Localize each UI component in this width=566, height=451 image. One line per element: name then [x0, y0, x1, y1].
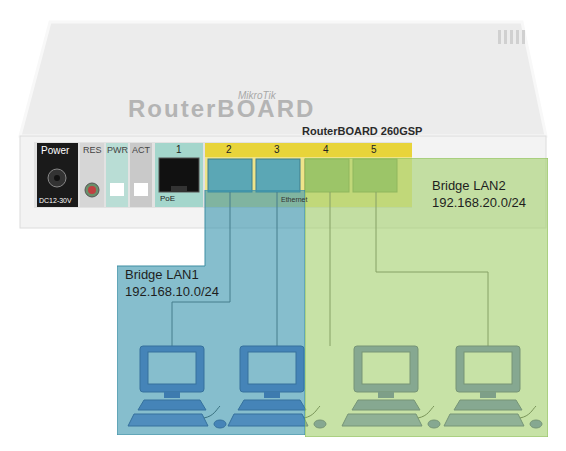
- ethernet-label: Ethernet: [281, 196, 307, 204]
- reset-panel: [80, 143, 104, 207]
- port-number: 2: [226, 144, 232, 155]
- region-shape: [117, 190, 305, 435]
- ethernet-port: [159, 158, 199, 192]
- act-panel: [130, 143, 152, 207]
- vent-slots: [498, 30, 525, 44]
- voltage-label: DC12-30V: [39, 197, 72, 205]
- port-number: 4: [323, 144, 329, 155]
- subnet-address: 192.168.10.0/24: [125, 284, 219, 299]
- bridge-region: Bridge LAN2 192.168.20.0/24: [305, 158, 548, 437]
- model-name: RouterBOARD 260GSP: [302, 125, 422, 137]
- router-top: [20, 22, 546, 136]
- port-number: 5: [371, 144, 377, 155]
- bridge-region: Bridge LAN1 192.168.10.0/24: [117, 190, 305, 435]
- led: [110, 183, 124, 196]
- ethernet-port: [256, 159, 300, 192]
- port-number: 3: [274, 144, 280, 155]
- bridge-name: Bridge LAN2: [432, 178, 506, 193]
- bridge-name: Bridge LAN1: [125, 267, 199, 282]
- subnet-address: 192.168.20.0/24: [432, 195, 526, 210]
- port-clip: [171, 186, 187, 192]
- port-label: PWR: [107, 146, 128, 156]
- pwr-panel: [106, 143, 128, 207]
- power-pin: [54, 175, 60, 181]
- port-label: Power: [41, 145, 69, 156]
- embossed-model: RouterBOARD: [128, 96, 315, 122]
- reset-button-core: [88, 186, 96, 194]
- poe-label: PoE: [160, 195, 175, 204]
- ethernet-port: [208, 159, 252, 192]
- port-label: RES: [83, 146, 102, 156]
- port-label: ACT: [132, 146, 150, 156]
- yellow-band: [205, 143, 412, 157]
- port-number: 1: [176, 144, 182, 155]
- power-block: [37, 143, 78, 207]
- port1-panel: [155, 143, 203, 207]
- reset-button: [85, 183, 99, 197]
- led: [134, 183, 148, 196]
- power-jack: [48, 169, 66, 187]
